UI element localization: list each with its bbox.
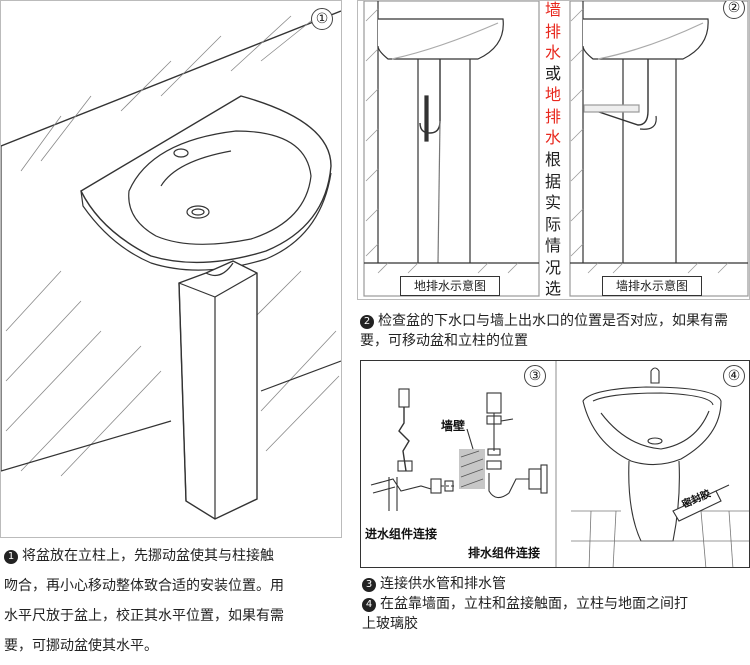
step-number-1: ① [311, 8, 333, 30]
inlet-assembly-label: 进水组件连接 [365, 527, 438, 541]
note-char: 选 [544, 279, 561, 298]
caption-4-text: 在盆靠墙面，立柱和盆接触面，立柱与地面之间打 [380, 596, 688, 612]
caption-4: 4 在盆靠墙面，立柱和盆接触面，立柱与地面之间打 [362, 594, 750, 614]
caption-3-number: 3 [362, 578, 376, 592]
note-char: 水 [544, 43, 561, 62]
step-number-4: ④ [723, 365, 745, 387]
wall-drain-label: 墙排水示意图 [602, 276, 702, 296]
note-char: 地 [544, 85, 561, 104]
basin-pedestal-illustration [1, 10, 341, 520]
caption-1-line: 1 将盆放在立柱上，先挪动盆使其与柱接触 [4, 546, 274, 566]
floor-drain-label: 地排水示意图 [400, 276, 500, 296]
step-number-2: ② [723, 1, 745, 19]
note-char: 际 [544, 214, 561, 234]
vertical-note-or: 或 [544, 64, 561, 83]
note-char: 况 [544, 257, 561, 277]
connection-illustration [370, 361, 749, 567]
panel-3-4-connections: ③ ④ 墙壁 进水组件连接 排水组件连接 密封胶 [360, 360, 750, 568]
note-char: 墙 [544, 0, 561, 19]
vertical-note-rest: 根 据 实 际 情 况 选 择 [543, 149, 563, 301]
note-char: 排 [544, 106, 561, 126]
note-char: 情 [544, 236, 561, 255]
wall-label: 墙壁 [441, 419, 466, 433]
caption-2-number: 2 [360, 315, 374, 329]
note-char: 排 [544, 21, 561, 41]
note-char: 据 [544, 171, 561, 191]
vertical-note-red-2: 地 排 水 [543, 84, 563, 149]
panel-1-basin-on-pedestal: ① [0, 0, 342, 538]
caption-4-number: 4 [362, 598, 376, 612]
drain-diagrams [363, 1, 749, 297]
note-char: 水 [544, 128, 561, 147]
note-char: 根 [544, 150, 561, 169]
caption-3: 3 连接供水管和排水管 [362, 574, 506, 594]
caption-1-number: 1 [4, 550, 18, 564]
caption-1-line: 要，可挪动盆使其水平。 [4, 638, 158, 654]
vertical-note-red-1: 墙 排 水 [543, 0, 563, 64]
caption-4-cont: 上玻璃胶 [362, 616, 418, 632]
step-number-3: ③ [524, 365, 546, 387]
note-char: 实 [544, 193, 561, 212]
drain-assembly-label: 排水组件连接 [468, 546, 541, 560]
note-char: 择 [543, 300, 563, 301]
caption-2-text: 检查盆的下水口与墙上出水口的位置是否对应，如果有需要，可移动盆和立柱的位置 [360, 313, 728, 349]
caption-1-line: 水平尺放于盆上，校正其水平位置，如果有需 [4, 608, 284, 624]
caption-1-text: 将盆放在立柱上，先挪动盆使其与柱接触 [22, 548, 274, 564]
caption-3-text: 连接供水管和排水管 [380, 576, 506, 592]
panel-2-drain-options: 地排水示意图 墙排水示意图 ② 墙 排 水 或 地 排 水 根 据 实 际 情 … [357, 0, 750, 300]
caption-1-line: 吻合，再小心移动整体致合适的安装位置。用 [4, 578, 284, 594]
